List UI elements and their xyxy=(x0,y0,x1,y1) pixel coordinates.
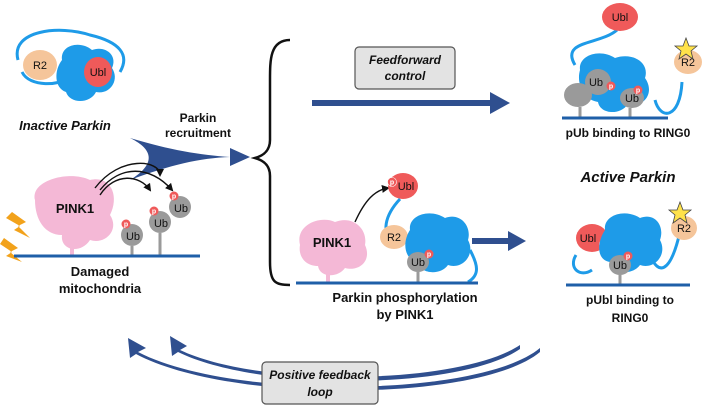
phosphorylation-arrow xyxy=(472,231,526,251)
publ-binding-label-2: RING0 xyxy=(612,311,649,325)
r2-label: R2 xyxy=(677,223,691,235)
star-icon xyxy=(673,36,699,60)
active-parkin-publ-structure: Ubl p R2 Ub p xyxy=(566,200,697,287)
phospho-label: p xyxy=(124,222,128,229)
ubl-label: Ubl xyxy=(612,12,629,24)
pink1-label: PINK1 xyxy=(313,235,351,250)
parkin-phosphorylation-structure: PINK1 Ubl p R2 Ub p xyxy=(296,173,478,285)
r2-label: R2 xyxy=(387,232,401,244)
feedforward-label-1: Feedforward xyxy=(369,53,442,67)
publ-binding-label-1: pUbl binding to xyxy=(586,293,674,307)
inactive-parkin-structure: R2 Ubl xyxy=(15,28,126,101)
phospho-label: p xyxy=(609,84,613,91)
branch-brace xyxy=(250,38,291,287)
phosphorylation-label-1: Parkin phosphorylation xyxy=(332,290,477,305)
damaged-label-1: Damaged xyxy=(71,264,130,279)
star-icon xyxy=(667,200,693,224)
ub-label: Ub xyxy=(589,77,603,89)
pink1-label: PINK1 xyxy=(56,201,94,216)
phospho-label: p xyxy=(427,252,431,259)
ubl-label: Ubl xyxy=(90,67,107,79)
phospho-label: p xyxy=(172,194,176,201)
phospho-label: p xyxy=(390,180,394,187)
phospho-label: p xyxy=(152,209,156,216)
phospho-label: p xyxy=(626,254,630,261)
ub-label: Ub xyxy=(625,93,639,105)
ubl-label: Ubl xyxy=(580,233,597,245)
ub-label: Ub xyxy=(174,203,188,215)
ub-label: Ub xyxy=(613,260,627,272)
recruitment-label-1: Parkin xyxy=(180,111,217,125)
ub-label: Ub xyxy=(126,231,140,243)
feedforward-arrow xyxy=(312,92,510,114)
phosphorylation-label-2: by PINK1 xyxy=(376,307,433,322)
feedforward-box xyxy=(354,46,456,90)
feedforward-label-2: control xyxy=(385,69,426,83)
feedback-box xyxy=(261,361,379,405)
ub-label: Ub xyxy=(154,218,168,230)
lightning-icon xyxy=(6,212,30,238)
inactive-parkin-label: Inactive Parkin xyxy=(19,118,111,133)
active-parkin-label: Active Parkin xyxy=(579,169,675,186)
damaged-label-2: mitochondria xyxy=(59,281,142,296)
pub-binding-label: pUb binding to RING0 xyxy=(566,126,691,140)
phospho-label: p xyxy=(636,88,640,95)
recruitment-label-2: recruitment xyxy=(165,126,231,140)
damaged-mitochondria: PINK1 Ub p Ub p Ub p xyxy=(0,162,200,262)
ubl-label: Ubl xyxy=(398,181,415,193)
feedback-label-2: loop xyxy=(307,385,332,399)
feedback-label-1: Positive feedback xyxy=(269,368,372,382)
r2-label: R2 xyxy=(33,60,47,72)
active-parkin-pub-structure: Ubl R2 Ub p Ub p xyxy=(562,3,702,120)
lightning-icon xyxy=(0,238,22,262)
ub-label: Ub xyxy=(411,257,425,269)
r2-label: R2 xyxy=(681,57,695,69)
